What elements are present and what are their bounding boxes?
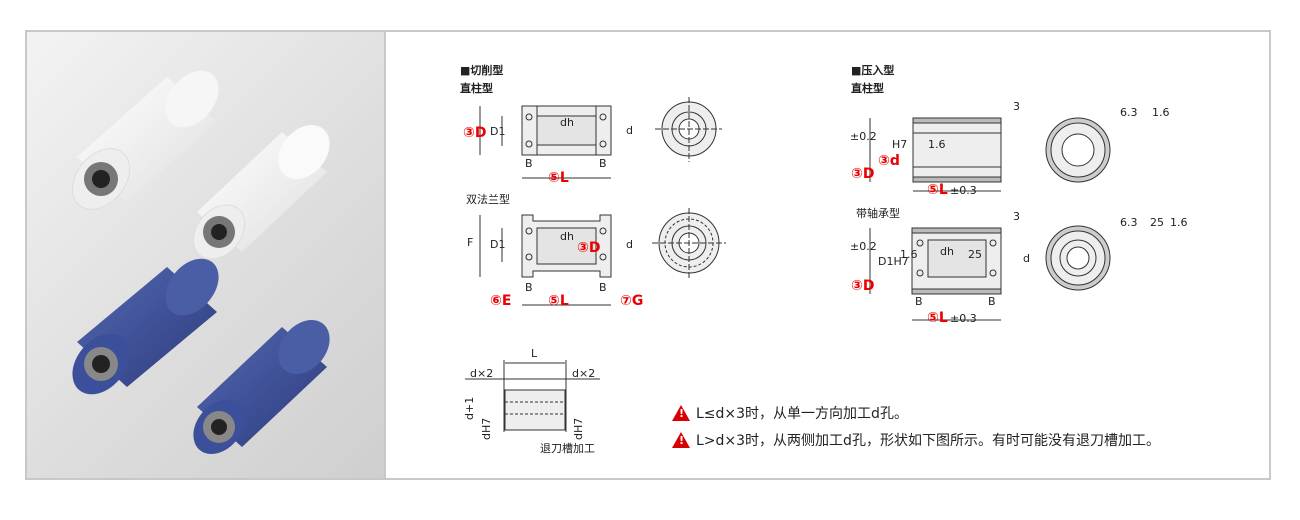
note-text: L>d×3时，从两侧加工d孔，形状如下图所示。有时可能没有退刀槽加工。 [696,433,1160,449]
label-dx2-left: d×2 [470,367,493,380]
warning-icon: ! [672,405,690,421]
label-B: B [599,157,607,170]
roughness-inner-2: 25 [968,248,982,261]
label-wall: 3 [1013,100,1020,113]
label-dH7-left: dH7 [480,418,493,440]
white-straight-roller [71,70,219,210]
cut-straight-title: 直柱型 [460,81,493,95]
press-straight-drawing [869,117,1111,192]
label-d: d [626,238,633,251]
label-dh: dh [940,245,954,258]
finish-symbol-paren-2: 1.6 [1170,216,1188,229]
label-dh: dh [560,230,574,243]
product-frame [25,30,1271,480]
label-B: B [525,157,533,170]
label-D1: D1H7 [878,255,909,268]
label-d-tol: H7 [892,138,907,151]
label-groove: 退刀槽加工 [540,442,595,455]
note-text: L≤d×3时，从单一方向加工d孔。 [696,406,908,422]
label-L: L [531,347,538,360]
press-bearing-drawing [869,225,1111,321]
label-D1: D1 [490,238,505,251]
label-d-plus-1: d+1 [463,397,476,420]
warning-icon: ! [672,432,690,448]
label-G: ⑦G [620,293,643,309]
label-dH7-right: dH7 [572,418,585,440]
cut-flange-title: 双法兰型 [466,192,510,206]
label-B: B [988,295,996,308]
label-dx2-right: d×2 [572,367,595,380]
product-photo [27,32,386,478]
label-dh: dh [560,116,574,129]
label-D: ③D [851,278,874,294]
finish-symbol-paren-1: 25 [1150,216,1164,229]
label-wall: 3 [1013,210,1020,223]
label-D-tol: ±0.2 [850,240,877,253]
label-D: ③D [577,240,600,256]
cut-straight-drawing [479,97,722,179]
blue-flange-roller [193,320,330,454]
label-L: ⑤L [927,310,948,326]
label-D: ③D [851,166,874,182]
roughness-inner: 1.6 [928,138,946,151]
finish-symbol: 6.3 [1120,216,1138,229]
label-D-tol: ±0.2 [850,130,877,143]
note-both-sides: ! L>d×3时，从两侧加工d孔，形状如下图所示。有时可能没有退刀槽加工。 [672,430,1160,450]
label-L: ⑤L [548,293,569,309]
blue-straight-roller [72,258,219,395]
press-type-heading: ■压入型 [851,63,894,77]
press-bearing-title: 带轴承型 [856,206,900,220]
finish-symbol: 6.3 [1120,106,1138,119]
finish-symbol-paren: 1.6 [1152,106,1170,119]
label-B: B [915,295,923,308]
label-d: ③d [878,153,900,169]
label-L-tol: ±0.3 [950,312,977,325]
cut-flange-drawing [479,208,726,306]
label-D: ③D [463,125,486,141]
label-E: ⑥E [490,293,511,309]
label-L: ⑤L [927,182,948,198]
roughness-inner: 1.6 [900,248,918,261]
press-straight-title: 直柱型 [851,81,884,95]
label-F: F [467,236,473,249]
label-B: B [525,281,533,294]
roller-photo-image [71,70,330,454]
cut-type-heading: ■切削型 [460,63,503,77]
hole-detail-drawing [465,360,600,432]
label-d: d [626,124,633,137]
label-L-tol: ±0.3 [950,184,977,197]
label-D1: D1 [490,125,505,138]
label-L: ⑤L [548,170,569,186]
note-single-direction: ! L≤d×3时，从单一方向加工d孔。 [672,403,908,423]
white-flange-roller [192,125,330,260]
label-d: d [1023,252,1030,265]
label-B: B [599,281,607,294]
